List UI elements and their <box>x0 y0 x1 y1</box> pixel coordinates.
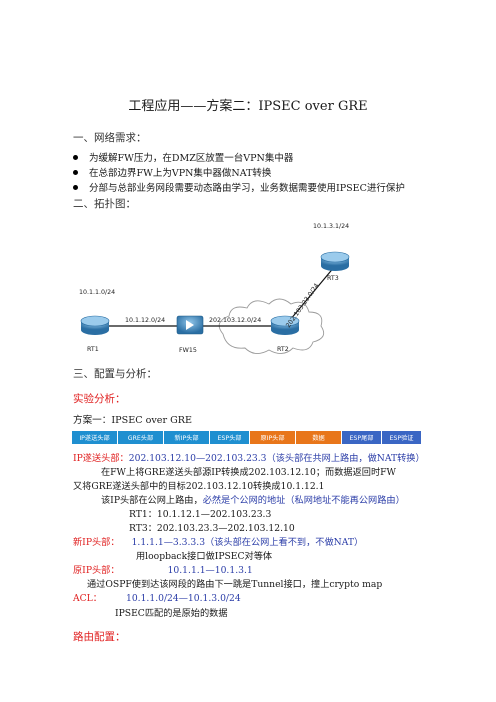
packet-field: 新IP头部 <box>164 431 210 444</box>
bullet-dot <box>73 155 78 160</box>
rt3-network-label: 10.1.3.1/24 <box>313 223 349 230</box>
ip-tunnel-note: （该头部在共网上路由，做NAT转换） <box>266 453 425 464</box>
router-icon <box>320 251 350 271</box>
rt1-label: RT1 <box>87 346 99 353</box>
bullet-dot <box>73 170 78 175</box>
rt1-link-label: 10.1.12.0/24 <box>125 317 165 324</box>
section-topology: 二、拓扑图： <box>73 198 136 210</box>
packet-field: ESP尾部 <box>342 431 382 444</box>
fw15-label: FW15 <box>179 347 197 354</box>
firewall-icon <box>176 315 204 335</box>
bullet-dot <box>73 185 78 190</box>
page-title: 工程应用——方案二：IPSEC over GRE <box>128 99 368 114</box>
section-requirements: 一、网络需求： <box>73 132 147 144</box>
ipsec-match-line: IPSEC匹配的是原始的数据 <box>115 608 228 619</box>
new-ip-value: 1.1.1.1—3.3.3.3 <box>131 537 206 548</box>
orig-ip-header-line: 原IP头部： 10.1.1.1—10.1.3.1 <box>73 562 253 576</box>
rt1-mapping: RT1：10.1.12.1—202.103.23.3 <box>129 509 272 520</box>
bullet-item: 分部与总部业务网段需要动态路由学习，业务数据需要使用IPSEC进行保护 <box>89 183 405 194</box>
section-config: 三、配置与分析： <box>73 368 157 380</box>
acl-value: 10.1.1.0/24—10.1.3.0/24 <box>125 593 241 604</box>
rt2-label: RT2 <box>277 346 289 353</box>
new-ip-label: 新IP头部： <box>73 537 120 548</box>
orig-ip-label: 原IP头部： <box>73 565 120 576</box>
packet-field: GRE头部 <box>118 431 164 444</box>
packet-field: 数据 <box>296 431 342 444</box>
public-route-note: 必然是个公网的地址（私网地址不能再公网路由） <box>202 495 405 506</box>
ip-tunnel-label: IP遂送头部： <box>73 453 129 464</box>
packet-field: ESP验证 <box>382 431 422 444</box>
ip-tunnel-header-line: IP遂送头部：202.103.12.10—202.103.23.3（该头部在共网… <box>73 450 425 464</box>
acl-label: ACL： <box>73 593 102 604</box>
analysis-heading: 实验分析： <box>73 393 126 405</box>
topology-diagram: 10.1.1.0/24 10.1.12.0/24 202.103.12.0/24… <box>79 223 350 354</box>
fw-nat-line-2: 又将GRE遂送头部中的目标202.103.12.10转换成10.1.12.1 <box>73 481 325 492</box>
packet-field: ESP头部 <box>210 431 250 444</box>
routing-heading: 路由配置： <box>73 631 126 643</box>
ip-tunnel-value: 202.103.12.10—202.103.23.3 <box>128 453 267 464</box>
packet-structure: IP遂送头部 GRE头部 新IP头部 ESP头部 原IP头部 数据 ESP尾部 … <box>72 431 422 444</box>
new-ip-header-line: 新IP头部： 1.1.1.1—3.3.3.3（该头部在公网上看不到，不做NAT） <box>73 534 363 548</box>
fw-link-label: 202.103.12.0/24 <box>209 317 261 324</box>
packet-field: IP遂送头部 <box>72 431 118 444</box>
rt3-mapping: RT3：202.103.23.3—202.103.12.10 <box>129 523 295 534</box>
bullet-item: 为缓解FW压力，在DMZ区放置一台VPN集中器 <box>89 153 294 164</box>
rt1-network-label: 10.1.1.0/24 <box>79 289 115 296</box>
router-icon <box>80 315 110 335</box>
acl-line: ACL： 10.1.1.0/24—10.1.3.0/24 <box>73 590 241 604</box>
rt3-label: RT3 <box>327 275 339 282</box>
bullet-item: 在总部边界FW上为VPN集中器做NAT转换 <box>89 168 272 179</box>
orig-ip-value: 10.1.1.1—10.1.3.1 <box>167 565 253 576</box>
fw-nat-line-1: 在FW上将GRE遂送头部源IP转换成202.103.12.10；而数据返回时FW <box>101 467 396 478</box>
public-route-text: 该IP头部在公网上路由， <box>101 495 203 506</box>
packet-field: 原IP头部 <box>250 431 296 444</box>
new-ip-note: （该头部在公网上看不到，不做NAT） <box>205 537 364 548</box>
ospf-line: 通过OSPF使到达该网段的路由下一跳是Tunnel接口，撞上crypto map <box>87 579 383 590</box>
router-icon <box>270 315 300 335</box>
scheme-one: 方案一：IPSEC over GRE <box>73 415 192 426</box>
loopback-line: 用loopback接口做IPSEC对等体 <box>136 551 273 562</box>
public-route-line: 该IP头部在公网上路由，必然是个公网的地址（私网地址不能再公网路由） <box>101 492 405 506</box>
